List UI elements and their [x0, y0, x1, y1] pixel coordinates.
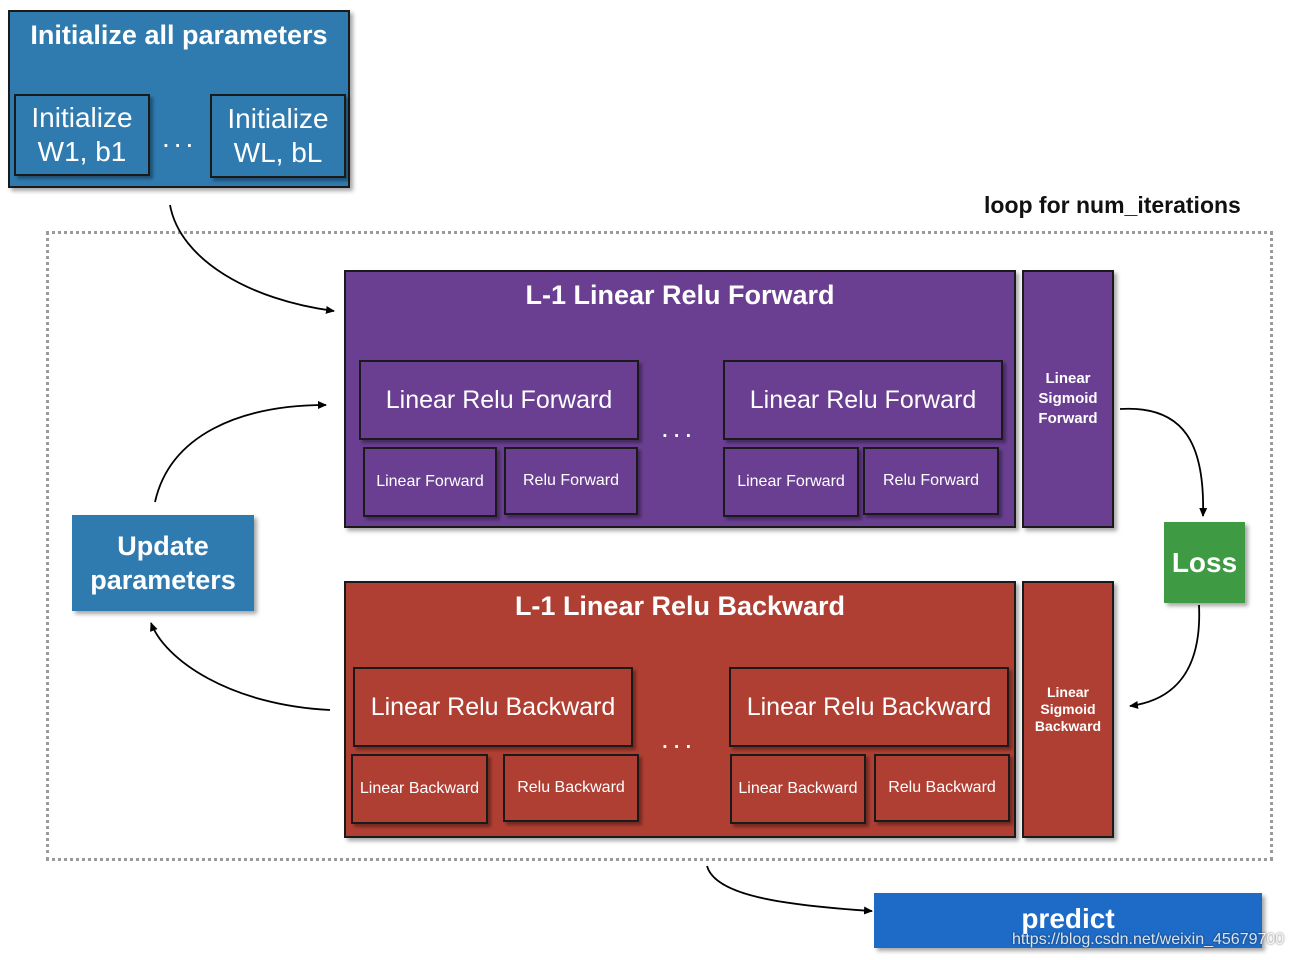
sigmoid-backward-line1: Linear: [1046, 684, 1089, 700]
initialize-first-line1: Initialize: [31, 102, 133, 133]
linear-sigmoid-backward-box: Linear Sigmoid Backward: [1022, 581, 1114, 838]
initialize-last-layer-box: Initialize WL, bL: [210, 94, 346, 178]
forward-first-relu: Relu Forward: [504, 447, 638, 515]
forward-ellipsis: ...: [661, 412, 697, 443]
backward-group: L-1 Linear Relu Backward Linear Relu Bac…: [344, 581, 1016, 838]
initialize-title: Initialize all parameters: [30, 20, 328, 50]
backward-title: L-1 Linear Relu Backward: [514, 591, 846, 621]
sigmoid-forward-line3: Forward: [1038, 410, 1098, 427]
forward-first-block: Linear Relu Forward: [359, 360, 639, 440]
backward-last-relu: Relu Backward: [874, 754, 1010, 822]
update-parameters-box: Update parameters: [72, 515, 254, 611]
predict-label: predict: [1021, 903, 1115, 934]
sigmoid-forward-line2: Sigmoid: [1038, 390, 1098, 407]
sigmoid-forward-line1: Linear: [1045, 370, 1091, 387]
loop-label: loop for num_iterations: [984, 192, 1241, 218]
forward-group: L-1 Linear Relu Forward Linear Relu Forw…: [344, 270, 1016, 528]
predict-box: predict: [874, 893, 1262, 948]
forward-last-relu: Relu Forward: [863, 447, 999, 515]
backward-first-block: Linear Relu Backward: [353, 667, 633, 747]
backward-last-block: Linear Relu Backward: [729, 667, 1009, 747]
forward-last-linear: Linear Forward: [723, 447, 859, 517]
linear-sigmoid-forward-box: Linear Sigmoid Forward: [1022, 270, 1114, 528]
update-line2: parameters: [90, 565, 236, 595]
backward-first-linear: Linear Backward: [351, 754, 488, 824]
sigmoid-backward-line3: Backward: [1034, 718, 1102, 734]
backward-first-relu: Relu Backward: [503, 754, 639, 822]
loop-frame: [46, 231, 1273, 861]
backward-last-linear: Linear Backward: [730, 754, 866, 824]
loss-box: Loss: [1164, 522, 1245, 603]
initialize-last-line1: Initialize: [227, 103, 329, 134]
forward-first-linear: Linear Forward: [363, 447, 497, 517]
backward-ellipsis: ...: [661, 723, 697, 754]
initialize-first-line2: W1, b1: [37, 136, 127, 167]
forward-last-block: Linear Relu Forward: [723, 360, 1003, 440]
initialize-first-layer-box: Initialize W1, b1: [14, 94, 150, 176]
arrow-loop-to-predict: [706, 865, 873, 915]
sigmoid-backward-line2: Sigmoid: [1040, 701, 1096, 717]
forward-title: L-1 Linear Relu Forward: [525, 280, 835, 310]
initialize-last-line2: WL, bL: [233, 137, 323, 168]
initialize-parameters-box: Initialize all parameters Initialize W1,…: [8, 10, 350, 188]
update-line1: Update: [117, 531, 209, 561]
initialize-ellipsis: ...: [162, 122, 198, 153]
watermark: https://blog.csdn.net/weixin_45679700: [1012, 931, 1285, 948]
